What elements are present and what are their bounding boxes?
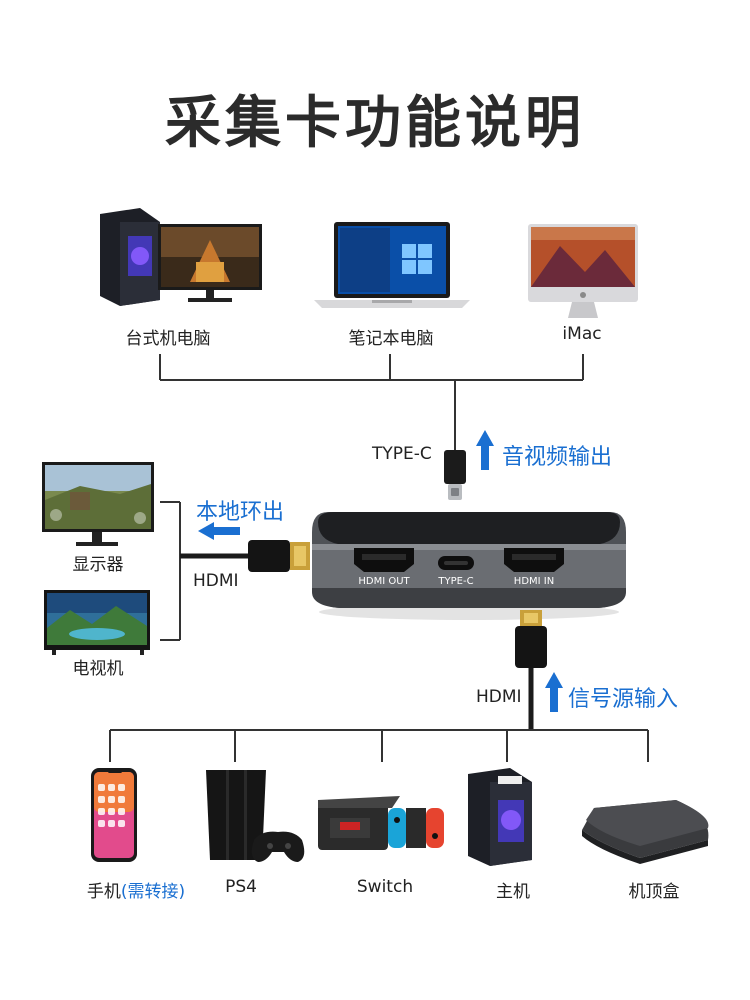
desktop-monitor-icon xyxy=(158,224,262,302)
label-monitor: 显示器 xyxy=(72,555,124,575)
label-tv: 电视机 xyxy=(72,659,124,679)
imac-icon xyxy=(528,224,638,318)
type-c-port-icon xyxy=(438,556,474,570)
page-title: 采集卡功能说明 xyxy=(165,91,585,156)
tv-icon xyxy=(44,590,150,655)
hdmi-bottom-connector-icon xyxy=(515,610,547,730)
hdmi-left-connector-icon xyxy=(248,540,310,572)
label-port-hdmi-in: HDMI IN xyxy=(513,576,555,587)
label-hdmi-bottom: HDMI xyxy=(476,687,522,707)
label-local-loop: 本地环出 xyxy=(196,500,285,525)
ps4-console-icon xyxy=(206,770,266,860)
label-hdmi-left: HDMI xyxy=(193,571,239,591)
label-port-type-c: TYPE-C xyxy=(438,576,474,587)
label-desktop: 台式机电脑 xyxy=(125,329,211,349)
label-type-c-cable: TYPE-C xyxy=(372,444,432,464)
signal-input-arrow-icon xyxy=(545,672,563,712)
top-connector-lines xyxy=(159,354,584,452)
label-phone: 手机(需转接) xyxy=(87,877,185,902)
label-stb: 机顶盒 xyxy=(628,882,680,902)
bottom-connector-lines xyxy=(109,729,649,762)
label-ps4: PS4 xyxy=(225,877,257,897)
type-c-connector-icon xyxy=(444,450,466,500)
desktop-tower-icon xyxy=(100,208,160,306)
set-top-box-icon xyxy=(582,800,709,864)
monitor-icon xyxy=(42,462,154,546)
hdmi-in-port-icon xyxy=(504,548,564,572)
host-tower-icon xyxy=(468,768,532,866)
local-loop-arrow-icon xyxy=(198,522,240,540)
av-output-arrow-icon xyxy=(476,430,494,470)
left-connector-lines xyxy=(160,501,250,641)
label-signal-input: 信号源输入 xyxy=(568,687,679,712)
ps4-controller-icon xyxy=(251,831,305,862)
label-laptop: 笔记本电脑 xyxy=(348,329,434,349)
phone-icon xyxy=(91,768,137,862)
label-switch: Switch xyxy=(356,877,414,897)
label-phone-name: 手机 xyxy=(86,882,121,902)
label-av-output: 音视频输出 xyxy=(502,445,613,470)
label-phone-note: (需转接) xyxy=(120,882,186,902)
hdmi-out-port-icon xyxy=(354,548,414,572)
label-port-hdmi-out: HDMI OUT xyxy=(358,576,410,587)
laptop-icon xyxy=(314,222,470,308)
switch-console-icon xyxy=(318,796,444,850)
label-host: 主机 xyxy=(496,882,530,902)
capture-card-device-icon xyxy=(312,512,626,620)
label-imac: iMac xyxy=(562,324,602,344)
